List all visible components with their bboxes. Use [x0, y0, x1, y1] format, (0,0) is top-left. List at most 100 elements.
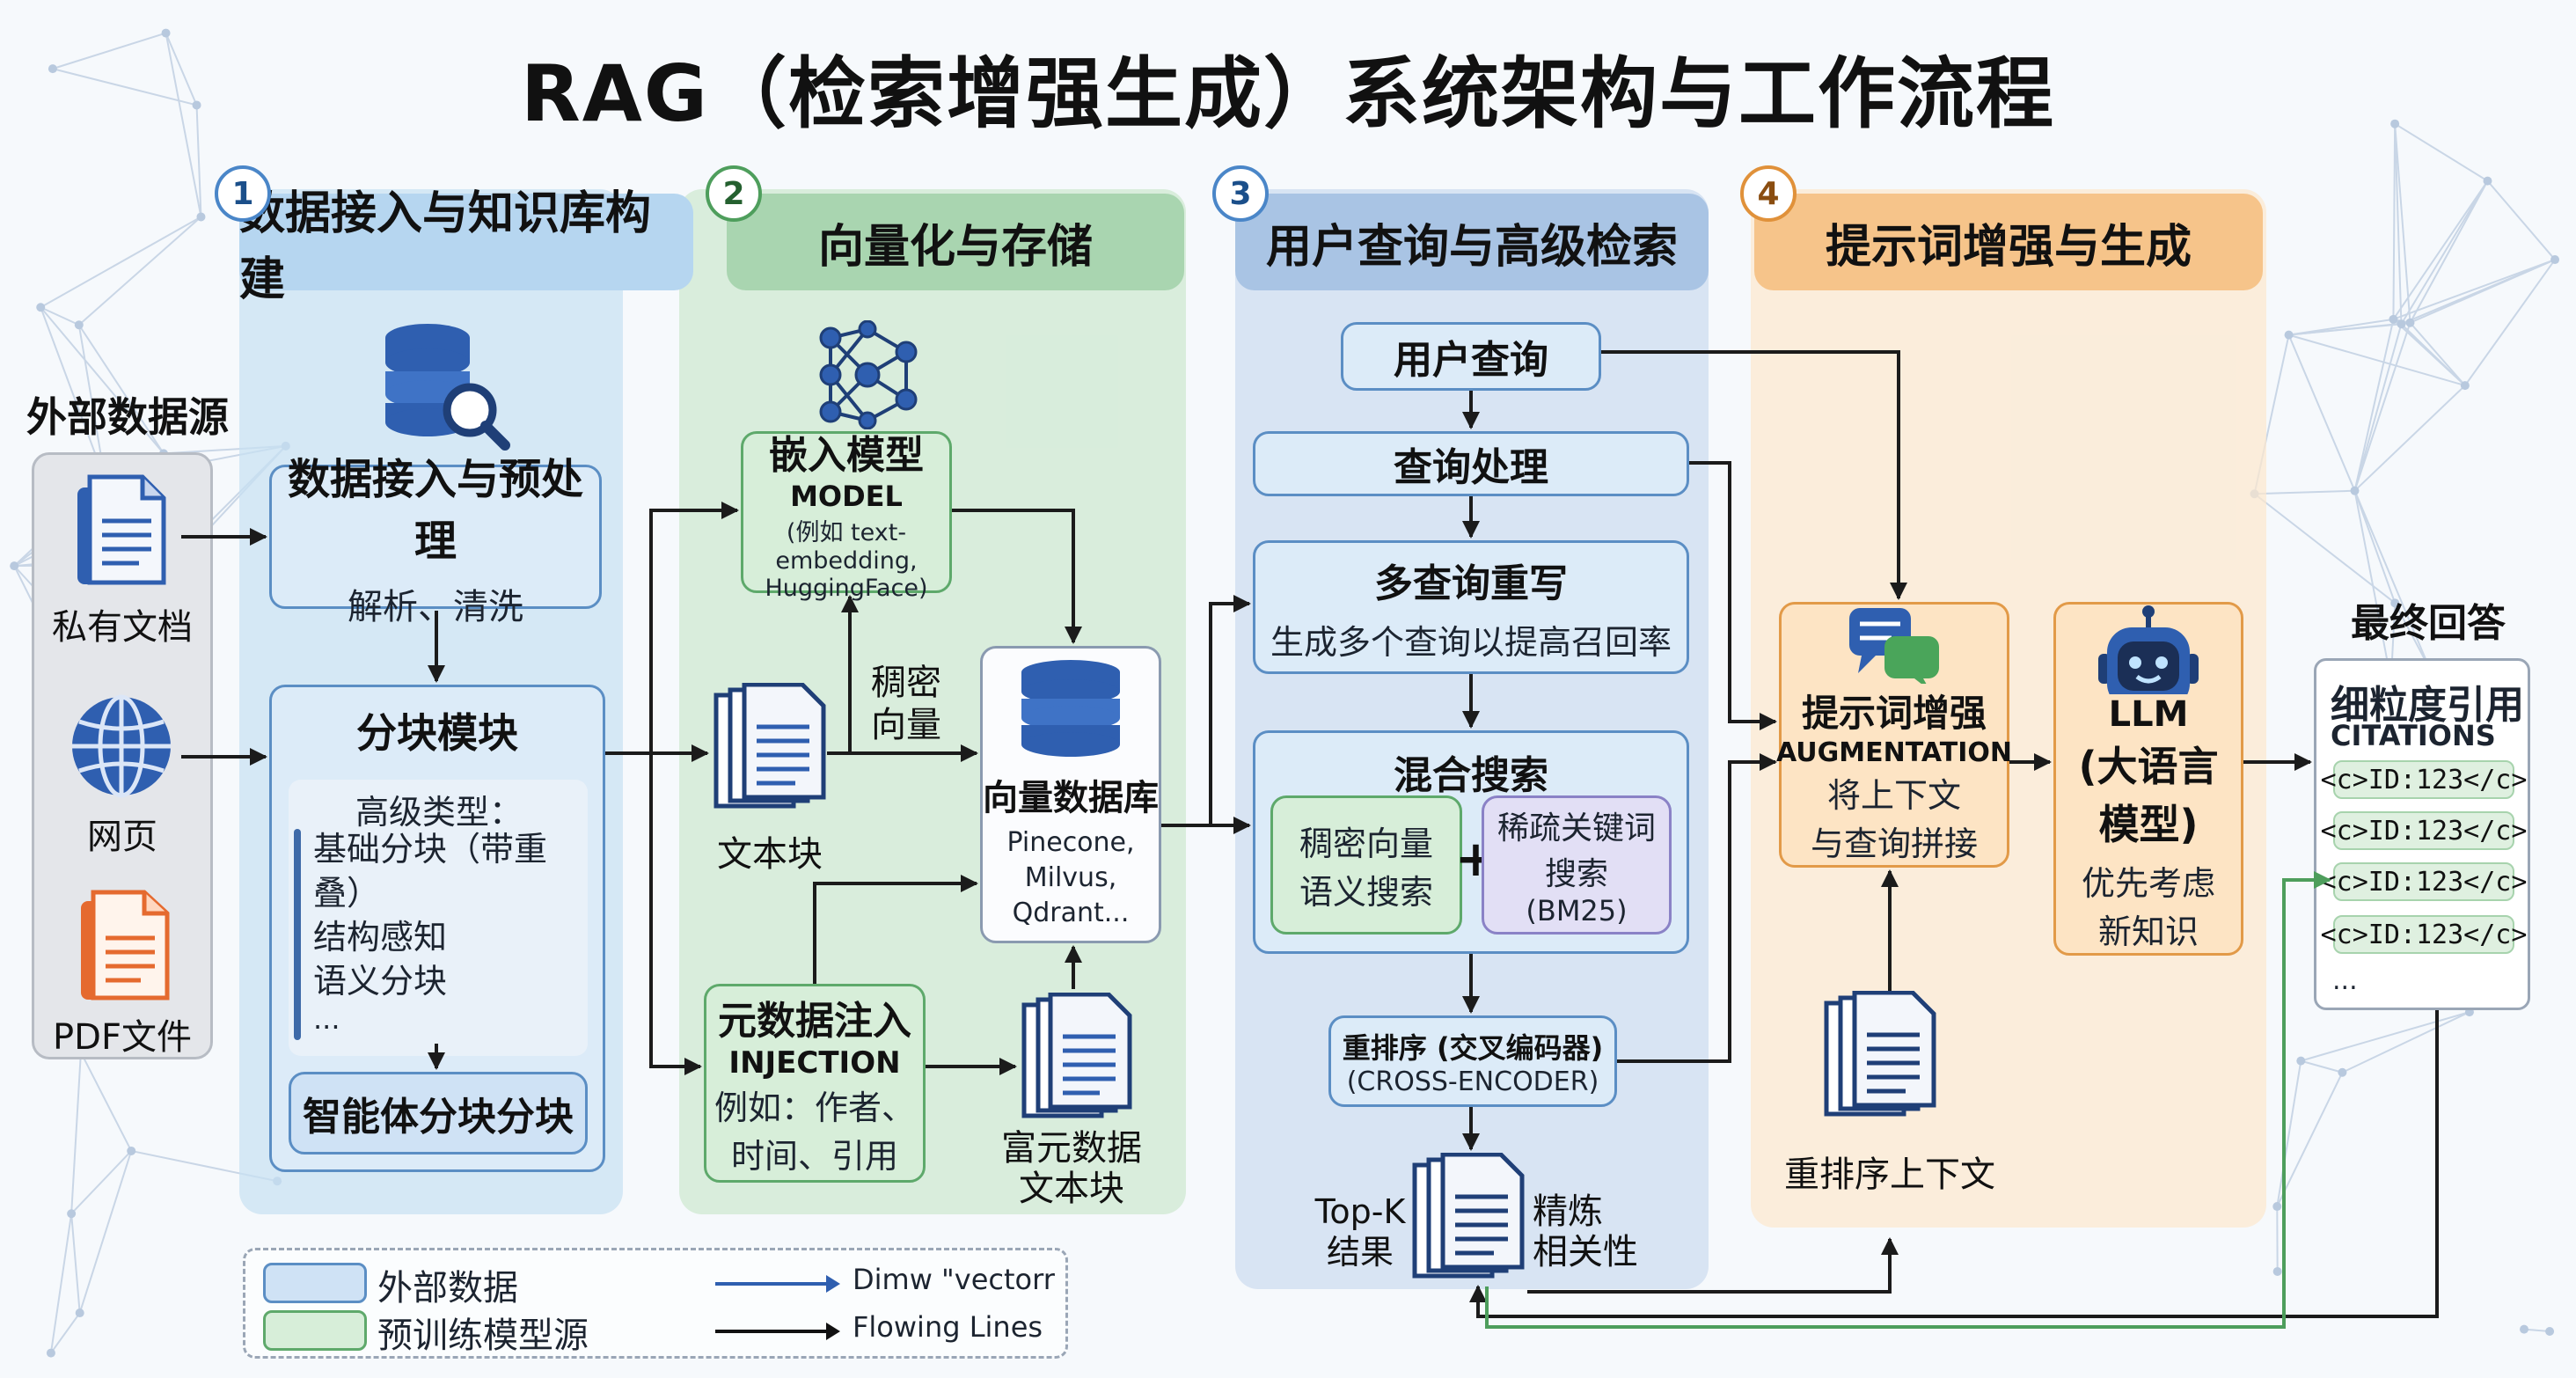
network-link	[2353, 323, 2403, 491]
network-link	[2394, 602, 2431, 670]
multi-query-title: 多查询重写	[1374, 561, 1568, 606]
network-node	[36, 303, 46, 312]
network-node	[2350, 486, 2360, 495]
network-link	[77, 324, 165, 454]
rerank-box: 重排序 (交叉编码器) (CROSS-ENCODER)	[1328, 1015, 1617, 1107]
rerank-context-label: 重排序上下文	[1784, 1154, 1995, 1195]
section-1-badge: 1	[215, 165, 271, 222]
network-link	[70, 1213, 81, 1314]
embedding-sub-1: (例如 text-embedding,	[775, 518, 918, 575]
network-link	[50, 1312, 81, 1354]
network-node	[2338, 1067, 2347, 1077]
network-link	[2288, 323, 2402, 336]
arrow-final-loop-back	[1469, 1010, 2439, 1318]
network-node	[192, 100, 201, 110]
section-3-header: 用户查询与高级检索	[1235, 194, 1709, 290]
network-link	[2276, 1072, 2344, 1207]
network-node	[48, 64, 57, 74]
text-chunk-icon	[714, 683, 826, 809]
external-item-webpage: 网页	[87, 817, 157, 857]
sparse-search-line-2: 搜索	[1544, 856, 1608, 892]
chunk-types-list: 高级类型： 基础分块（带重 叠） 结构感知 语义分块 ...	[289, 780, 588, 1056]
network-link	[2254, 489, 2355, 495]
network-link	[2400, 323, 2466, 386]
chunk-type-basic-cont: 叠）	[313, 874, 381, 913]
network-link	[165, 33, 198, 106]
external-item-pdf: PDF文件	[53, 1017, 192, 1058]
arrow-loop-to-rerankctx	[1527, 1237, 1899, 1294]
network-node	[2405, 318, 2415, 327]
section-1-header: 数据接入与知识库构建	[239, 187, 693, 306]
llm-line-2: (大语言	[2078, 743, 2219, 790]
network-link	[80, 1052, 133, 1152]
network-link	[2401, 259, 2556, 326]
network-link	[2394, 122, 2489, 182]
dense-vector-label: 稠密 向量	[862, 662, 950, 746]
network-link	[2392, 123, 2397, 319]
network-node	[67, 1209, 77, 1219]
user-query-box: 用户查询	[1341, 322, 1601, 391]
network-link	[40, 306, 106, 481]
network-link	[2353, 490, 2431, 670]
network-link	[2276, 1060, 2302, 1207]
llm-line-3: 模型)	[2098, 801, 2199, 848]
topk-docs-icon	[1412, 1153, 1525, 1279]
globe-icon	[72, 694, 171, 798]
citations-subtitle: CITATIONS	[2331, 719, 2496, 752]
dense-search-line-2: 语义搜索	[1299, 873, 1433, 912]
network-link	[2394, 123, 2411, 323]
network-link	[78, 216, 202, 326]
network-link	[2301, 1059, 2343, 1074]
arrow-rerank-to-aug	[1617, 753, 1777, 1063]
augmentation-sub-1: 将上下文	[1826, 776, 1961, 815]
network-link	[70, 1052, 82, 1214]
topk-line-1: Top-K	[1314, 1192, 1406, 1231]
network-node	[2390, 119, 2400, 128]
vector-database-box: 向量数据库 Pinecone, Milvus, Qdrant...	[980, 646, 1161, 943]
network-link	[2288, 334, 2466, 387]
network-link	[52, 68, 197, 106]
network-link	[2341, 1011, 2470, 1074]
network-node	[2397, 319, 2406, 329]
document-icon	[77, 474, 166, 585]
rich-chunk-line-2: 文本块	[1019, 1169, 1124, 1209]
topk-label: Top-K 结果	[1299, 1191, 1422, 1272]
metadata-sub-1: 例如：作者、	[714, 1088, 915, 1127]
dense-search-line-1: 稠密向量	[1299, 825, 1433, 863]
final-answer-label: 最终回答	[2351, 601, 2506, 646]
vector-db-title: 向量数据库	[983, 778, 1159, 818]
network-node	[2272, 1202, 2282, 1212]
text-chunk-label: 文本块	[717, 834, 823, 875]
network-link	[40, 216, 201, 309]
external-item-private-docs: 私有文档	[52, 607, 193, 648]
network-link	[2288, 318, 2394, 336]
arrow-meta-up	[813, 875, 978, 984]
metadata-title: 元数据注入	[718, 999, 911, 1044]
legend-swatch-green	[263, 1310, 367, 1351]
chunk-type-structure: 结构感知	[313, 918, 448, 957]
sparse-search-line-3: (BM25)	[1526, 894, 1628, 927]
network-node	[2483, 176, 2492, 186]
network-link	[49, 1213, 73, 1353]
network-node	[2389, 314, 2398, 324]
topk-line-2: 结果	[1326, 1233, 1394, 1272]
rich-chunk-icon	[1021, 993, 1132, 1118]
rerank-context-icon	[1824, 991, 1936, 1117]
citation-item: <c>ID:123</c>	[2321, 811, 2527, 850]
network-node	[196, 212, 206, 222]
network-link	[2486, 180, 2556, 260]
network-node	[161, 28, 171, 38]
refine-line-2: 相关性	[1533, 1232, 1638, 1272]
hybrid-search-title: 混合搜索	[1394, 753, 1548, 798]
metadata-sub-2: 时间、引用	[730, 1137, 898, 1176]
robot-icon	[2098, 605, 2199, 694]
legend: 外部数据 预训练模型源 Dimw "vectorr Flowing Lines	[243, 1248, 1068, 1359]
network-node	[2550, 255, 2560, 265]
network-node	[2545, 1327, 2555, 1337]
network-node	[2272, 1266, 2282, 1276]
network-node	[2284, 330, 2294, 340]
vector-db-option-2: Milvus,	[1024, 862, 1117, 893]
pdf-icon	[81, 890, 170, 1001]
ingest-preprocess-box: 数据接入与预处理 解析、清洗	[269, 455, 602, 627]
